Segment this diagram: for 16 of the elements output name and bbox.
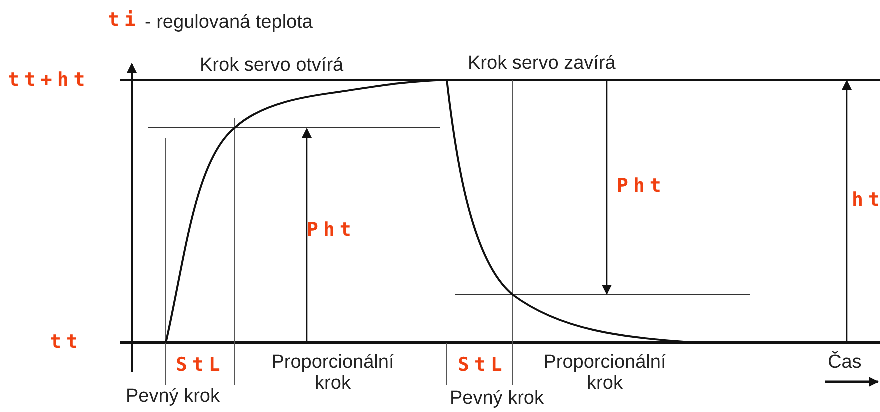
interval-label: Proporcionální krok <box>544 352 668 394</box>
axis-label: Čas <box>828 352 862 373</box>
level-symbol: tt+ht <box>8 70 90 91</box>
level-symbol: tt <box>50 332 83 353</box>
interval-label: Pevný krok <box>450 388 544 409</box>
dimension-symbol: Pht <box>617 176 666 197</box>
interval-label: Proporcionální krok <box>270 352 396 394</box>
interval-symbol: StL <box>176 355 226 376</box>
dimension-symbol: ht <box>852 190 880 211</box>
phase-label: Krok servo otvírá <box>200 55 344 76</box>
interval-label: Pevný krok <box>126 386 220 407</box>
axis-symbol: ti <box>108 10 141 31</box>
interval-symbol: StL <box>458 355 508 376</box>
axis-title: - regulovaná teplota <box>145 12 313 33</box>
dimension-symbol: Pht <box>307 220 356 241</box>
phase-label: Krok servo zavírá <box>468 53 616 74</box>
